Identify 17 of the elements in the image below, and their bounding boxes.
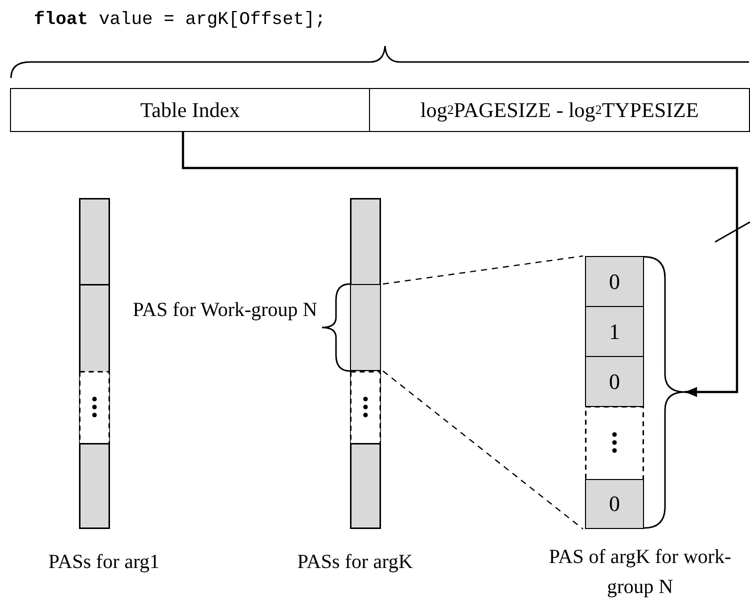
code-line: float value = argK[Offset];: [34, 9, 326, 32]
bit-entry: 0: [585, 356, 644, 407]
node-label: PAS for Work-group N: [132, 298, 318, 323]
projection-line: [382, 255, 584, 285]
memory-segment: [350, 284, 381, 371]
projection-line: [382, 370, 584, 530]
memory-column: [79, 198, 110, 529]
arrow: [182, 132, 738, 397]
memory-column: [350, 198, 381, 529]
bit-entry: 0: [585, 479, 644, 529]
memory-column: [585, 256, 685, 529]
bit-entry: 0: [585, 256, 644, 307]
node-label: PAS of argK for work-group N: [548, 545, 732, 600]
bit-field: Table Index: [10, 88, 370, 132]
node-label: PASs for arg1: [47, 550, 161, 575]
node-label: PASs for argK: [296, 550, 414, 575]
bit-entry: 1: [585, 306, 644, 357]
